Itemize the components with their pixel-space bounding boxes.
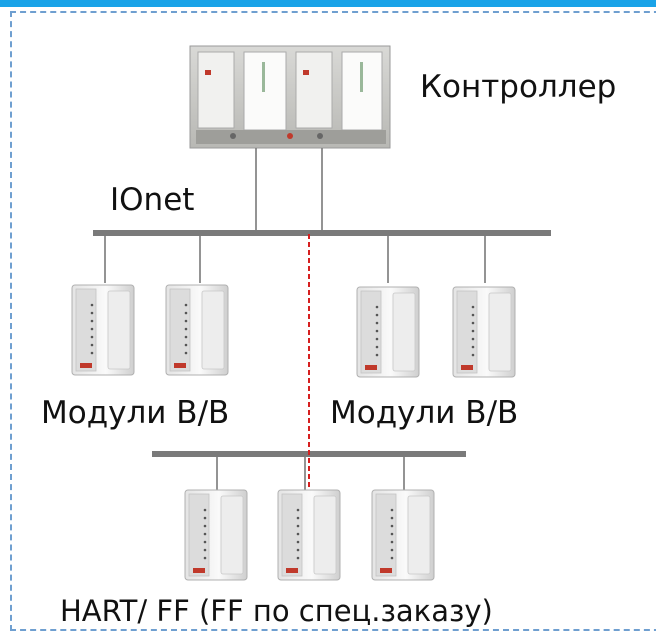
io-module-6	[277, 489, 341, 581]
io-module-5	[184, 489, 248, 581]
controller-label: Контроллер	[420, 69, 617, 105]
hart-ff-label: HART/ FF (FF по спец.заказу)	[60, 594, 493, 628]
io-module-7	[371, 489, 435, 581]
io-module-1	[71, 284, 135, 376]
io-module-2	[165, 284, 229, 376]
io-modules-label-right: Модули В/В	[330, 395, 519, 431]
dashed-frame	[10, 11, 656, 631]
ionet-label: IOnet	[110, 182, 195, 218]
io-modules-label-left: Модули В/В	[41, 395, 230, 431]
controller-device	[189, 45, 391, 149]
io-module-3	[356, 286, 420, 378]
top-accent-bar	[0, 0, 656, 7]
io-module-4	[452, 286, 516, 378]
ionet-bus	[93, 230, 551, 236]
